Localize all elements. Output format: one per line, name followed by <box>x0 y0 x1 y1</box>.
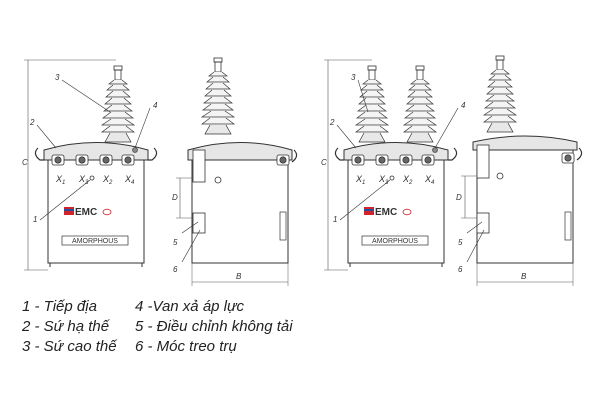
callout-3: 3 <box>351 73 356 82</box>
legend-item-pole-hanger: 6 - Móc treo trụ <box>135 338 237 355</box>
unit-2-front-view: X1 X3 X2 X4 EMC AMORPHOUS C 3 2 4 1 <box>321 59 466 271</box>
tank-body <box>191 159 289 264</box>
callout-2: 2 <box>29 118 35 127</box>
terminal-label-x3: X3 <box>78 174 89 186</box>
dim-label-width: B <box>521 272 527 281</box>
callout-2: 2 <box>329 118 335 127</box>
emc-logo: EMC <box>64 207 112 218</box>
lv-terminal-x4 <box>421 154 435 166</box>
ground-point <box>89 175 95 181</box>
nameplate-label: AMORPHOUS <box>372 238 418 245</box>
callout-6: 6 <box>458 265 463 274</box>
pole-hanger-upper <box>192 149 206 183</box>
hv-bushing <box>483 55 517 133</box>
callout-5: 5 <box>458 238 463 247</box>
lv-terminal-x4 <box>121 154 135 166</box>
legend-item-no-load-tap: 5 - Điều chỉnh không tải <box>135 318 293 335</box>
lv-terminal <box>561 152 575 164</box>
hv-bushing-1 <box>355 65 389 143</box>
lv-terminal-x3 <box>375 154 389 166</box>
terminal-label-x1: X1 <box>55 174 65 186</box>
callout-1: 1 <box>33 215 37 224</box>
pressure-relief-valve <box>432 147 438 153</box>
callout-5: 5 <box>173 238 178 247</box>
lv-terminal-x1 <box>51 154 65 166</box>
pole-hanger-lower <box>476 212 490 234</box>
lv-terminal-x3 <box>75 154 89 166</box>
legend-item-pressure-valve: 4 -Van xả áp lực <box>135 298 245 315</box>
legend-item-ground: 1 - Tiếp địa <box>22 298 97 315</box>
hv-bushing <box>201 57 235 135</box>
terminal-label-x2: X2 <box>402 174 413 186</box>
callout-3: 3 <box>55 73 60 82</box>
terminal-label-x1: X1 <box>355 174 365 186</box>
terminal-label-x3: X3 <box>378 174 389 186</box>
terminal-label-x4: X4 <box>124 174 135 186</box>
dim-label-width: B <box>236 272 242 281</box>
nameplate-label: AMORPHOUS <box>72 238 118 245</box>
ground-point <box>389 175 395 181</box>
lv-terminal-x1 <box>351 154 365 166</box>
lv-terminal-x2 <box>99 154 113 166</box>
lv-terminal-x2 <box>399 154 413 166</box>
tank-body <box>476 149 574 264</box>
pole-hanger-upper <box>476 144 490 179</box>
callout-1: 1 <box>333 215 337 224</box>
legend-item-lv-bushing: 2 - Sứ hạ thế <box>22 318 110 335</box>
hv-bushing-2 <box>403 65 437 143</box>
dim-label-depth: D <box>456 193 462 202</box>
pole-hanger-lower <box>192 212 206 234</box>
pressure-relief-valve <box>132 147 138 153</box>
callout-4: 4 <box>153 101 158 110</box>
emc-logo: EMC <box>364 207 412 218</box>
unit-2-side-view: D B 5 6 <box>456 55 583 286</box>
legend-item-hv-bushing: 3 - Sứ cao thế <box>22 338 117 355</box>
dim-label-height: C <box>321 158 327 167</box>
logo-text: EMC <box>375 207 397 218</box>
callout-4: 4 <box>461 101 466 110</box>
hv-bushing <box>101 65 135 143</box>
dim-label-depth: D <box>172 193 178 202</box>
logo-text: EMC <box>75 207 97 218</box>
unit-1-side-view: D B 5 6 <box>172 57 298 286</box>
terminal-label-x2: X2 <box>102 174 113 186</box>
terminal-label-x4: X4 <box>424 174 435 186</box>
callout-6: 6 <box>173 265 178 274</box>
unit-1-front-view: X1 X3 X2 X4 EMC AMORPHOUS C 3 2 4 1 <box>22 59 158 271</box>
lv-terminal <box>276 154 290 166</box>
dim-label-height: C <box>22 158 28 167</box>
